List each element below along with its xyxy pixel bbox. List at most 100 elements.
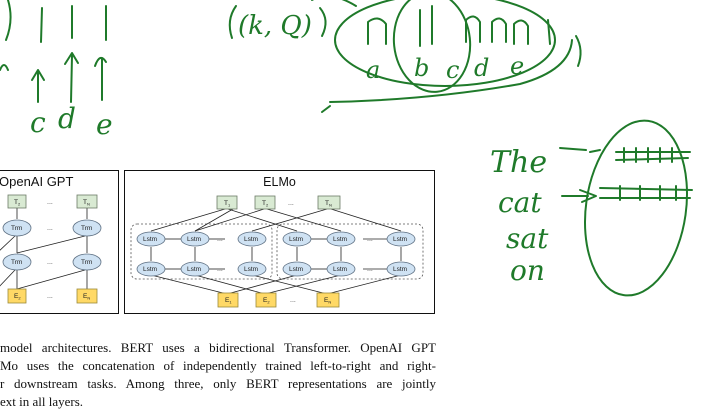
gpt-arrow (16, 235, 86, 254)
ink-letter: a (366, 56, 380, 84)
elmo-label-lstm: Lstm (244, 266, 258, 273)
elmo-label-en: EN (324, 297, 331, 305)
gpt-ellipsis: ... (47, 259, 53, 266)
elmo-arrow (150, 208, 226, 232)
ink-stroke (321, 105, 331, 113)
ink-ellipse (583, 119, 689, 297)
elmo-ellipsis: ... (290, 297, 296, 304)
gpt-output-box (7, 194, 27, 209)
elmo-lstm-node (282, 231, 312, 247)
ink-stroke (615, 151, 691, 161)
gpt-ellipsis: ... (47, 199, 53, 206)
elmo-label-t2: T2 (262, 200, 269, 208)
elmo-label-e2: E2 (263, 297, 270, 305)
ink-letter: d (474, 54, 489, 82)
elmo-arrow (150, 274, 228, 295)
ink-arrow-icon (94, 56, 107, 101)
gpt-label-trm: Trm (81, 225, 92, 232)
elmo-lstm-node (282, 261, 312, 277)
ink-stroke (513, 19, 529, 45)
elmo-lstm-node (136, 261, 166, 277)
ink-stroke (311, 0, 357, 7)
ink-text: c d e (k, Q) a b c d e The cat sat on (30, 11, 549, 287)
elmo-lstm-node (136, 231, 166, 247)
gpt-label-trm: Trm (11, 259, 22, 266)
elmo-arrow (227, 208, 298, 232)
elmo-arrow (251, 208, 328, 232)
gpt-input-box (7, 288, 27, 304)
gpt-arrow (16, 269, 86, 290)
elmo-output-box (254, 195, 276, 210)
openai-gpt-panel: T2 TN Trm Trm Trm Trm E2 EN ... ... ... … (0, 170, 119, 314)
gpt-trm-node (2, 253, 32, 271)
elmo-label-lstm: Lstm (393, 236, 407, 243)
gpt-label-trm: Trm (11, 225, 22, 232)
gpt-ellipsis: ... (47, 225, 53, 232)
ink-letter: c (446, 56, 459, 84)
elmo-label-lstm: Lstm (187, 266, 201, 273)
elmo-input-box (316, 292, 340, 308)
caption-line: Mo uses the concatenation of independent… (0, 358, 436, 373)
elmo-ellipsis: ... (288, 200, 294, 207)
elmo-forward-group (130, 223, 273, 280)
ink-stroke (575, 35, 582, 67)
ink-stroke (329, 39, 573, 103)
openai-gpt-diagram: T2 TN Trm Trm Trm Trm E2 EN ... ... ... … (0, 194, 102, 304)
ink-word: The (490, 145, 547, 180)
ink-word: on (510, 254, 545, 287)
ink-letter: e (510, 52, 524, 80)
elmo-lstm-node (386, 231, 416, 247)
elmo-arrow (266, 208, 342, 232)
elmo-lstm-node (237, 261, 267, 277)
elmo-lstm-node (326, 231, 356, 247)
ink-ellipse (334, 0, 556, 87)
elmo-ellipsis: ... (217, 266, 223, 273)
caption-line: r downstream tasks. Among three, only BE… (0, 376, 436, 391)
elmo-backward-group (276, 223, 424, 280)
ink-tuple: (k, Q) (238, 11, 312, 41)
ink-stroke (559, 147, 601, 153)
ink-stroke (367, 17, 387, 45)
gpt-ellipsis: ... (47, 293, 53, 300)
ink-word: sat (506, 222, 549, 255)
elmo-label-e1: E1 (225, 297, 232, 305)
elmo-arrow (251, 274, 328, 295)
gpt-output-box (76, 194, 98, 209)
gpt-label-t2: T2 (14, 199, 21, 207)
ink-word: cat (498, 186, 542, 219)
ink-stroke (619, 185, 677, 201)
elmo-label-lstm: Lstm (289, 236, 303, 243)
elmo-arrow (226, 274, 298, 295)
ink-stroke (228, 5, 237, 39)
elmo-panel-title: ELMo (263, 175, 296, 189)
ink-stroke (547, 19, 551, 45)
elmo-ellipsis: ... (367, 266, 373, 273)
elmo-label-lstm: Lstm (333, 236, 347, 243)
elmo-arrow (264, 274, 342, 295)
elmo-label-lstm: Lstm (187, 236, 201, 243)
gpt-input-box (76, 288, 98, 304)
elmo-lstm-node (386, 261, 416, 277)
ink-letter: d (58, 102, 76, 135)
ink-stroke (465, 15, 481, 43)
elmo-label-t1: T1 (224, 200, 231, 208)
ink-letter: b (414, 54, 429, 82)
elmo-arrow (194, 208, 265, 232)
gpt-label-e2: E2 (14, 293, 21, 301)
gpt-trm-node (72, 253, 102, 271)
elmo-lstm-node (180, 261, 210, 277)
ink-stroke (0, 64, 9, 71)
elmo-output-box (216, 195, 238, 210)
elmo-ellipsis: ... (217, 236, 223, 243)
ink-stroke (5, 0, 12, 41)
ink-stroke (599, 187, 693, 199)
ink-arrow-icon (64, 52, 79, 103)
gpt-trm-node (2, 219, 32, 237)
elmo-input-box (255, 292, 277, 308)
gpt-label-en: EN (83, 293, 90, 301)
gpt-arrow (0, 269, 16, 287)
elmo-arrow (330, 208, 402, 232)
elmo-output-box (317, 195, 341, 210)
elmo-label-lstm: Lstm (244, 236, 258, 243)
